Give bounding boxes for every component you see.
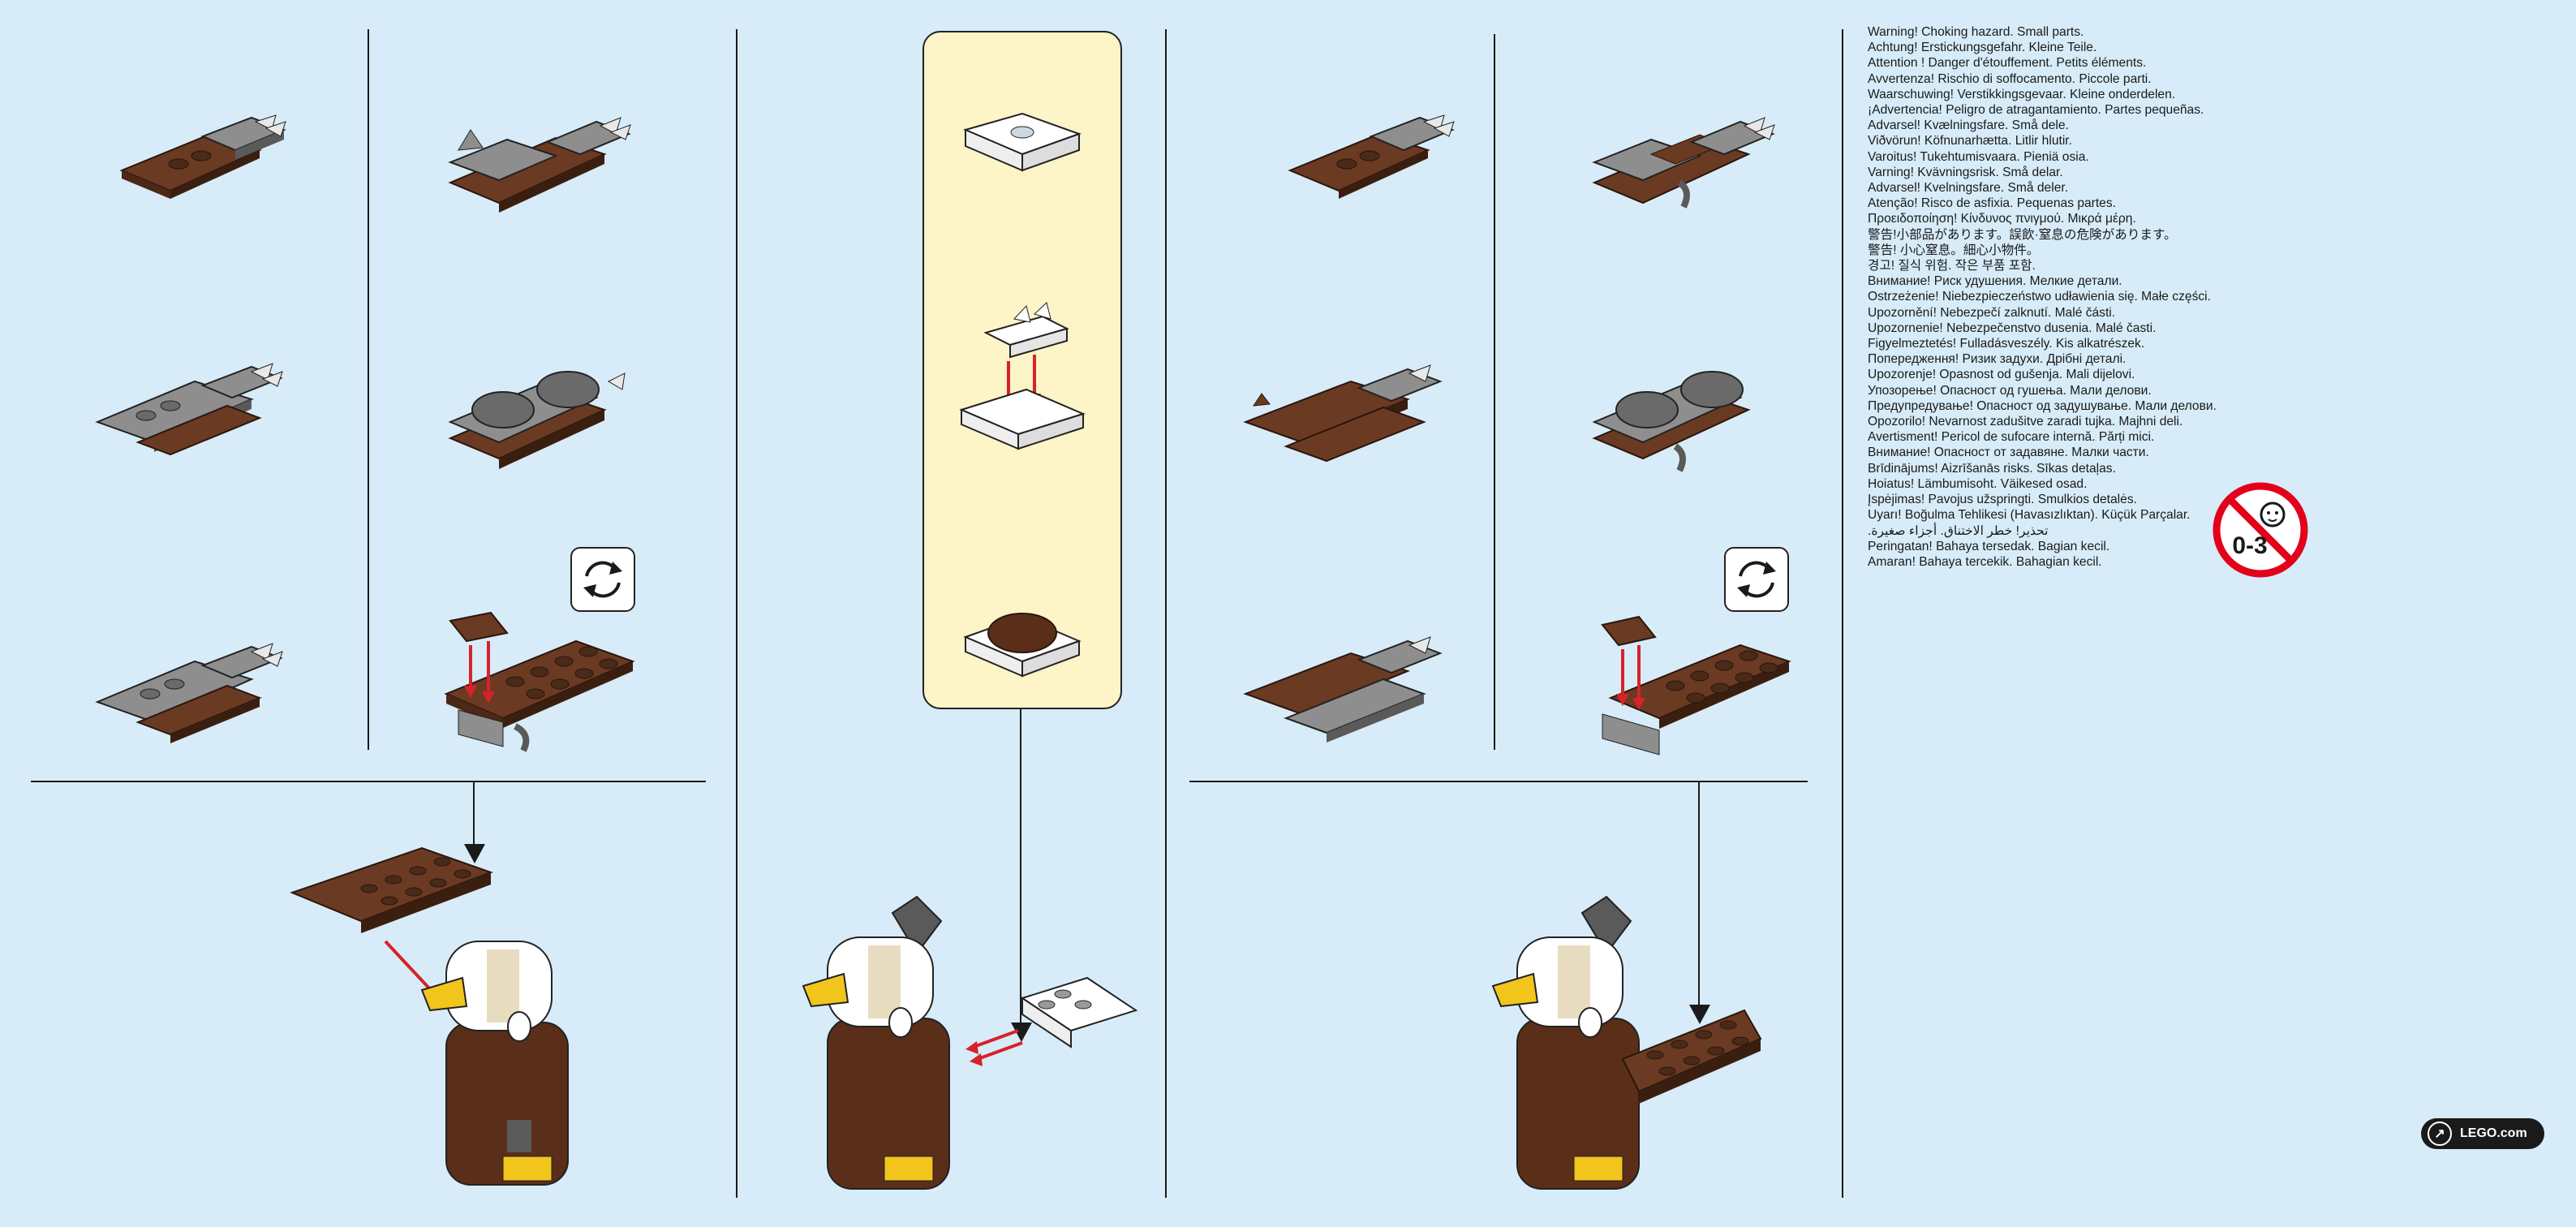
warning-line: Ostrzeżenie! Niebezpieczeństwo udławieni…: [1868, 290, 2211, 304]
step-9-brick: [1243, 364, 1443, 463]
warning-line: Figyelmeztetés! Fulladásveszély. Kis alk…: [1868, 337, 2145, 351]
step-8-brick: [1592, 117, 1775, 209]
divider-h1: [31, 781, 706, 782]
warning-line: Amaran! Bahaya tercekik. Bahagian kecil.: [1868, 554, 2102, 569]
step-10-brick: [1592, 371, 1751, 472]
divider-v1: [368, 29, 369, 750]
divider-v3: [1165, 29, 1167, 1198]
warning-line: Uyarı! Boğulma Tehlikesi (Havasızlıktan)…: [1868, 508, 2191, 523]
step-11-brick: [1243, 636, 1443, 743]
arrow-line-3: [1698, 782, 1700, 1018]
warning-line: Atenção! Risco de asfixia. Pequenas part…: [1868, 196, 2116, 211]
warning-line: Attention ! Danger d'étouffement. Petits…: [1868, 56, 2147, 71]
warning-line: Advarsel! Kvelningsfare. Små deler.: [1868, 181, 2069, 196]
warning-line: Upozornenie! Nebezpečenstvo dusenia. Mal…: [1868, 321, 2157, 335]
warning-line: 警告! 小心窒息。細心小物件。: [1868, 243, 2040, 257]
warning-line: Προειδοποίηση! Κίνδυνος πνιγμού. Μικρά μ…: [1868, 212, 2136, 226]
warning-line: Opozorilo! Nevarnost zadušitve zaradi tu…: [1868, 415, 2183, 429]
no-children-icon: 0-3: [2213, 482, 2308, 578]
rotate-arrows-icon: [570, 547, 635, 612]
warning-line: Viðvörun! Köfnunarhætta. Litlir hlutir.: [1868, 134, 2072, 149]
warning-line: Внимание! Опасност от задавяне. Малки ча…: [1868, 446, 2149, 460]
arrow-head-3: [1689, 1005, 1710, 1024]
warning-line: Varoitus! Tukehtumisvaara. Pieniä osia.: [1868, 149, 2089, 164]
warning-line: Предупредување! Опасност од задушување. …: [1868, 398, 2217, 413]
warning-line: ¡Advertencia! Peligro de atragantamiento…: [1868, 103, 2204, 118]
warning-line: 警告!小部品があります。誤飲·窒息の危険があります。: [1868, 227, 2177, 242]
warning-line: تحذير! خطر الاختناق. أجزاء صغيرة.: [1868, 523, 2049, 538]
step-6-brick: [444, 611, 635, 752]
divider-v4: [1494, 34, 1495, 750]
eagle-figure-1: [290, 846, 569, 1186]
lego-com-label: LEGO.com: [2460, 1126, 2527, 1140]
divider-v2: [736, 29, 738, 1198]
choking-hazard-warnings: Warning! Choking hazard. Small parts. Ac…: [1868, 24, 2249, 570]
warning-line: Upozorenje! Opasnost od gušenja. Mali di…: [1868, 368, 2135, 382]
eagle-figure-2: [802, 895, 1138, 1190]
warning-line: Avvertenza! Rischio di soffocamento. Pic…: [1868, 71, 2152, 86]
callout-part-1: [963, 112, 1082, 172]
arrow-head-2: [1011, 1022, 1032, 1042]
arrow-line-2: [1020, 708, 1021, 1032]
lego-com-link[interactable]: ↗ LEGO.com: [2421, 1118, 2544, 1149]
warning-line: Попередження! Ризик задухи. Дрібні детал…: [1868, 352, 2127, 367]
eagle-figure-3: [1491, 895, 1762, 1190]
step-5-brick: [95, 643, 283, 743]
callout-part-2: [959, 302, 1086, 450]
step-3-brick: [95, 363, 283, 456]
warning-line: Varning! Kvävningsrisk. Små delar.: [1868, 165, 2063, 179]
warning-line: Waarschuwing! Verstikkingsgevaar. Kleine…: [1868, 87, 2176, 101]
warning-line: Advarsel! Kvælningsfare. Små dele.: [1868, 118, 2069, 133]
warning-line: Внимание! Риск удушения. Мелкие детали.: [1868, 274, 2122, 289]
warning-line: Avertisment! Pericol de sufocare internă…: [1868, 430, 2155, 445]
arrow-link-icon: ↗: [2428, 1122, 2452, 1146]
warning-line: 경고! 질식 위험. 작은 부품 포함.: [1868, 259, 2036, 273]
warning-line: Įspėjimas! Pavojus užspringti. Smulkios …: [1868, 493, 2137, 507]
warning-line: Upozornění! Nebezpečí zalknutí. Malé čás…: [1868, 305, 2116, 320]
warning-line: Упозорење! Опасност од гушења. Мали дело…: [1868, 383, 2152, 398]
step-12-brick: [1601, 615, 1791, 756]
warning-line: Warning! Choking hazard. Small parts.: [1868, 25, 2084, 39]
arrow-head-1: [464, 844, 485, 863]
arrow-line-1: [473, 782, 475, 855]
divider-h2: [1189, 781, 1808, 782]
step-2-brick: [448, 117, 631, 213]
step-7-brick: [1288, 114, 1455, 199]
callout-part-3: [963, 613, 1082, 678]
divider-v5: [1842, 29, 1843, 1198]
rotate-arrows-icon: [1724, 547, 1789, 612]
warning-line: Brīdinājums! Aizrīšanās risks. Sīkas det…: [1868, 461, 2116, 476]
age-label: 0-3: [2232, 532, 2267, 559]
warning-line: Hoiatus! Lämbumisoht. Väikesed osad.: [1868, 476, 2088, 491]
step-1-brick: [119, 114, 286, 199]
warning-line: Peringatan! Bahaya tersedak. Bagian keci…: [1868, 539, 2110, 553]
warning-line: Achtung! Erstickungsgefahr. Kleine Teile…: [1868, 41, 2097, 55]
step-4-brick: [448, 371, 626, 469]
